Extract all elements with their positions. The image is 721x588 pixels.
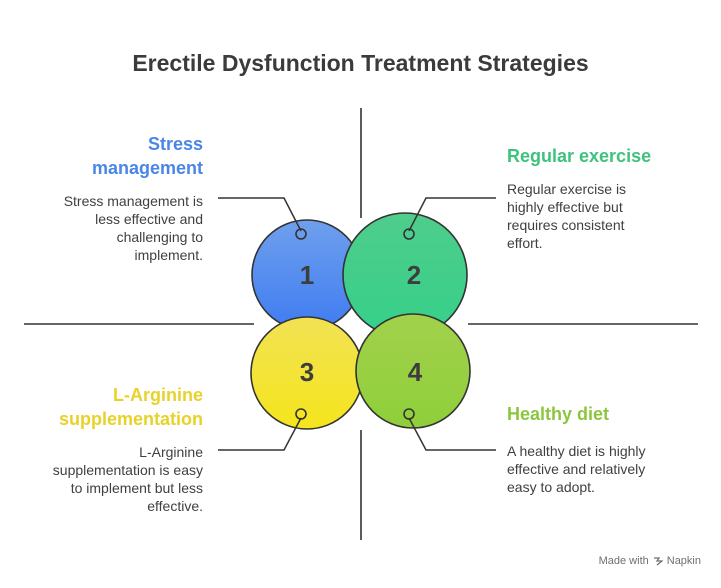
description-regular-exercise: Regular exercise is highly effective but…	[507, 180, 707, 252]
description-l-arginine: L-Arginine supplementation is easy to im…	[20, 443, 203, 515]
description-line: less effective and	[95, 211, 203, 227]
connector-2	[408, 197, 496, 232]
heading-stress-management: Stress management	[40, 132, 203, 180]
heading-line: management	[91, 158, 203, 178]
description-line: highly effective but	[507, 199, 623, 215]
connector-3	[218, 417, 302, 451]
connector-dot-3	[295, 408, 307, 420]
number-3: 3	[300, 357, 314, 387]
description-line: L-Arginine	[139, 444, 203, 460]
connector-dot-1	[295, 228, 307, 240]
footer-brand: Napkin	[666, 555, 701, 567]
description-line: easy to adopt.	[507, 479, 595, 495]
number-4: 4	[408, 357, 423, 387]
heading-healthy-diet: Healthy diet	[507, 404, 610, 424]
page-title: Erectile Dysfunction Treatment Strategie…	[132, 50, 589, 76]
description-line: effective and relatively	[507, 461, 646, 477]
footer-made-with: Made with	[598, 555, 649, 567]
number-1: 1	[300, 260, 314, 290]
description-stress-management: Stress management is less effective and …	[20, 192, 203, 264]
heading-line: L-Arginine	[113, 385, 203, 405]
connector-1	[218, 197, 302, 232]
connector-dot-2	[403, 228, 415, 240]
description-line: challenging to	[116, 229, 203, 245]
description-line: Stress management is	[63, 193, 203, 209]
description-line: supplementation is easy	[52, 462, 203, 478]
description-line: implement.	[134, 247, 203, 263]
description-line: effort.	[507, 235, 543, 251]
description-line: Regular exercise is	[507, 181, 627, 197]
description-line: A healthy diet is highly	[507, 443, 646, 459]
circle-4	[355, 313, 471, 429]
napkin-logo-icon	[653, 557, 663, 566]
description-line: effective.	[147, 498, 203, 514]
heading-l-arginine: L-Arginine supplementation	[30, 383, 203, 431]
footer-attribution: Made with Napkin	[599, 555, 701, 567]
heading-line: Stress	[147, 134, 203, 154]
description-line: to implement but less	[70, 480, 203, 496]
connector-4	[408, 417, 496, 451]
description-healthy-diet: A healthy diet is highly effective and r…	[507, 442, 707, 496]
heading-regular-exercise: Regular exercise	[507, 146, 652, 166]
number-2: 2	[407, 260, 421, 290]
heading-line: supplementation	[58, 409, 203, 429]
description-line: requires consistent	[507, 217, 625, 233]
connector-dot-4	[403, 408, 415, 420]
